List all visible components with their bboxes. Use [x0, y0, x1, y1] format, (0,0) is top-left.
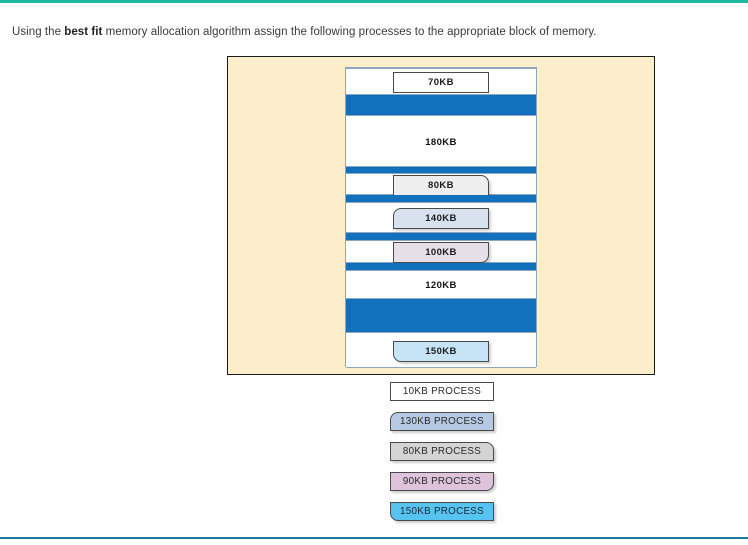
- memory-block-allocated[interactable]: [346, 95, 536, 115]
- memory-size-label: 120KB: [425, 280, 457, 291]
- instruction-emphasis: best fit: [64, 25, 103, 38]
- memory-size-label[interactable]: 80KB: [393, 175, 489, 196]
- memory-block-free[interactable]: 120KB: [346, 270, 536, 299]
- memory-block-free[interactable]: 150KB: [346, 332, 536, 368]
- memory-diagram-panel: 70KB 180KB 80KB 140KB 100KB 120KB 150KB: [227, 56, 655, 375]
- memory-block-allocated[interactable]: [346, 195, 536, 202]
- memory-block-allocated[interactable]: [346, 299, 536, 332]
- instruction-prefix: Using the: [12, 25, 65, 38]
- memory-size-label: 180KB: [425, 137, 457, 148]
- process-chip[interactable]: 90KB PROCESS: [390, 472, 494, 491]
- memory-block-free[interactable]: 80KB: [346, 173, 536, 196]
- memory-size-label[interactable]: 70KB: [393, 72, 489, 93]
- process-chip-list: 10KB PROCESS 130KB PROCESS 80KB PROCESS 90K…: [390, 382, 494, 532]
- memory-block-free[interactable]: 140KB: [346, 202, 536, 233]
- memory-block-free[interactable]: 70KB: [346, 68, 536, 95]
- process-chip[interactable]: 130KB PROCESS: [390, 412, 494, 431]
- memory-size-label[interactable]: 150KB: [393, 341, 489, 362]
- memory-block-free[interactable]: 100KB: [346, 240, 536, 263]
- bottom-divider-rule: [0, 537, 748, 539]
- memory-block-allocated[interactable]: [346, 167, 536, 173]
- memory-block-free[interactable]: 180KB: [346, 115, 536, 167]
- memory-block-allocated[interactable]: [346, 233, 536, 240]
- memory-size-label[interactable]: 100KB: [393, 242, 489, 263]
- memory-block-allocated[interactable]: [346, 263, 536, 270]
- process-chip[interactable]: 10KB PROCESS: [390, 382, 494, 401]
- instruction-suffix: memory allocation algorithm assign the f…: [102, 25, 597, 38]
- process-chip[interactable]: 150KB PROCESS: [390, 502, 494, 521]
- process-chip[interactable]: 80KB PROCESS: [390, 442, 494, 461]
- memory-block-column: 70KB 180KB 80KB 140KB 100KB 120KB 150KB: [345, 67, 537, 368]
- memory-size-label[interactable]: 140KB: [393, 208, 489, 229]
- instruction-text: Using the best fit memory allocation alg…: [12, 25, 712, 39]
- top-accent-rule: [0, 0, 748, 3]
